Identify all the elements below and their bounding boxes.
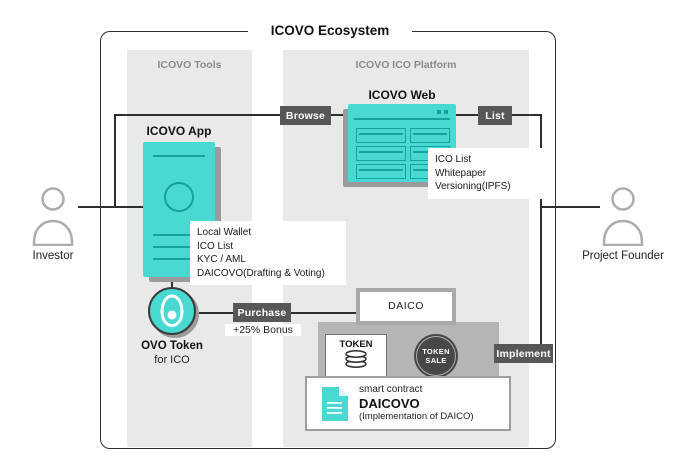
purchase-bonus-label: +25% Bonus: [225, 324, 301, 336]
investor-person-icon: [32, 187, 74, 246]
web-list-cell: [356, 146, 406, 161]
tools-panel-label: ICOVO Tools: [157, 59, 222, 71]
contract-name: DAICOVO: [359, 396, 420, 411]
phone-list-line: [153, 258, 205, 260]
browser-dot: [437, 110, 441, 114]
web-cell-line: [359, 169, 403, 171]
web-feature: Versioning(IPFS): [435, 181, 511, 192]
token-box-label: TOKEN: [339, 339, 373, 350]
browse-tag: Browse: [280, 106, 331, 125]
token-sale-line2: SALE: [425, 356, 447, 365]
purchase-tag: Purchase: [233, 303, 291, 322]
web-feature-card: ICO List Whitepaper Versioning(IPFS): [428, 148, 555, 199]
connector-left-vertical: [114, 115, 116, 208]
token-name: OVO Token: [141, 340, 203, 352]
app-feature: ICO List: [197, 240, 234, 252]
contract-label: smart contract: [359, 384, 423, 395]
app-title: ICOVO App: [146, 124, 212, 138]
implement-tag: Implement: [494, 344, 553, 363]
browser-chrome-line: [354, 118, 450, 120]
app-feature: DAICOVO(Drafting & Voting): [197, 267, 325, 279]
phone-speaker-line: [153, 155, 205, 157]
document-icon: [322, 386, 348, 421]
app-feature-card: Local Wallet ICO List KYC / AML DAICOVO(…: [190, 221, 346, 285]
web-cell-line: [359, 151, 403, 153]
browser-dot: [444, 110, 448, 114]
diagram-title: ICOVO Ecosystem: [248, 22, 412, 40]
web-list-cell: [356, 128, 406, 143]
token-subtitle: for ICO: [154, 354, 190, 366]
coin-stack-icon: [345, 350, 367, 368]
daico-box: DAICO: [356, 288, 456, 325]
token-sale-line1: TOKEN: [422, 347, 450, 356]
ovo-token-icon: [148, 287, 196, 335]
phone-list-line: [153, 246, 205, 248]
founder-label: Project Founder: [582, 250, 664, 262]
connector-app-token: [171, 277, 173, 289]
contract-note: (Implementation of DAICO): [359, 411, 474, 422]
app-feature: KYC / AML: [197, 254, 246, 265]
web-list-cell: [410, 128, 450, 143]
phone-list-line: [153, 234, 205, 236]
web-feature: ICO List: [435, 154, 472, 165]
web-list-cell: [356, 164, 406, 179]
web-cell-line: [359, 133, 403, 135]
token-sale-badge: TOKEN SALE: [414, 334, 458, 378]
founder-person-icon: [602, 187, 644, 246]
investor-label: Investor: [32, 250, 74, 262]
web-title: ICOVO Web: [368, 88, 436, 102]
app-feature: Local Wallet: [197, 227, 252, 238]
connector-browse: [114, 114, 348, 116]
web-cell-line: [413, 133, 447, 135]
list-tag: List: [478, 106, 512, 125]
connector-investor-app: [78, 206, 144, 208]
token-box: TOKEN: [325, 334, 387, 377]
platform-panel-label: ICOVO ICO Platform: [355, 59, 457, 71]
smart-contract-box: smart contract DAICOVO (Implementation o…: [305, 376, 511, 431]
web-feature: Whitepaper: [435, 167, 487, 179]
connector-founder: [540, 206, 600, 208]
phone-circle-icon: [164, 182, 194, 212]
connector-right-vertical: [540, 114, 542, 354]
